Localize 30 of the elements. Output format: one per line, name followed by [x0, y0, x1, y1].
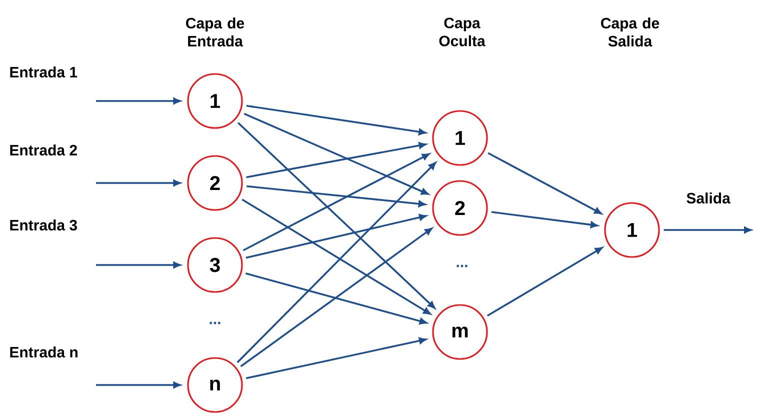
arrow — [244, 112, 429, 195]
input-label: Entrada 2 — [10, 144, 77, 156]
arrow — [246, 104, 426, 136]
input-label: Entrada 1 — [10, 66, 78, 78]
arrow — [664, 226, 752, 234]
output-label: Salida — [686, 192, 730, 204]
arrow — [488, 152, 602, 214]
arrow — [486, 247, 603, 317]
ellipsis: ... — [456, 264, 468, 268]
arrow — [236, 162, 436, 364]
arrow — [491, 211, 598, 228]
arrow — [246, 337, 426, 380]
arrow — [240, 228, 432, 368]
arrow — [245, 272, 427, 324]
arrow — [96, 180, 181, 186]
layer-heading: Capa Oculta — [439, 18, 486, 46]
arrow — [242, 198, 431, 315]
arrow — [96, 98, 181, 104]
input-label: Entrada n — [10, 346, 78, 358]
arrow — [246, 185, 426, 208]
ellipsis: ... — [210, 322, 220, 324]
arrow — [238, 122, 436, 309]
arrow — [246, 214, 427, 259]
arrow — [96, 262, 181, 268]
arrow — [246, 142, 426, 178]
layer-heading: Capa de Entrada — [186, 18, 244, 46]
arrow — [242, 153, 430, 252]
arrow — [96, 382, 181, 388]
layer-heading: Capa de Salida — [601, 18, 660, 46]
input-label: Entrada 3 — [10, 219, 77, 231]
